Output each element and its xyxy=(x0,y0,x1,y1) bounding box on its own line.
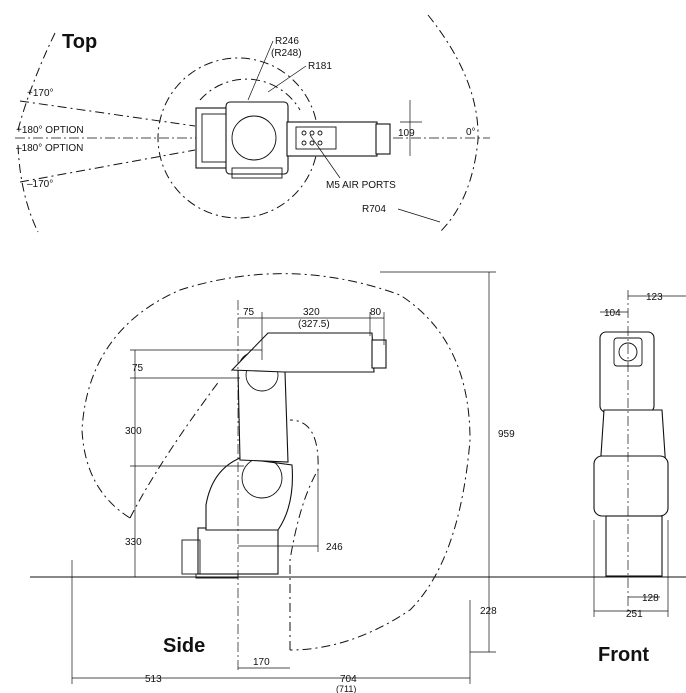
side-connector xyxy=(181,539,201,575)
dim-327: (327.5) xyxy=(298,319,330,330)
front-shoulder xyxy=(593,455,669,517)
dim-109: 109 xyxy=(398,128,415,139)
front-base xyxy=(605,515,663,577)
side-inner-arc xyxy=(129,379,221,519)
label-r246: R246 xyxy=(275,36,299,47)
dim-300: 300 xyxy=(125,426,142,437)
dim-75-left: 75 xyxy=(132,363,144,374)
dim-704: 704 xyxy=(340,674,357,685)
dim-128: 128 xyxy=(642,593,659,604)
dim-246: 246 xyxy=(326,542,343,553)
dim-75-top: 75 xyxy=(243,307,255,318)
dim-711: (711) xyxy=(336,684,356,693)
label-r704: R704 xyxy=(362,204,386,215)
front-flange-circle xyxy=(618,342,638,362)
dim-251: 251 xyxy=(626,609,643,620)
dim-104: 104 xyxy=(604,308,621,319)
label-plus180: +180° OPTION xyxy=(16,125,84,136)
leader-r704 xyxy=(397,208,441,223)
reach-arc-r181 xyxy=(199,78,301,111)
reach-arc-r704 xyxy=(17,32,56,233)
air-port-panel xyxy=(295,126,337,150)
leader-r181 xyxy=(267,65,307,93)
dim-228: 228 xyxy=(480,606,497,617)
reach-arc-r704-right xyxy=(427,14,479,233)
top-view: Top R246 (R248) R181 +170° +180° OPTION xyxy=(15,14,490,233)
side-wrist xyxy=(371,339,387,369)
base-foot xyxy=(231,167,283,179)
dim-320: 320 xyxy=(303,307,320,318)
front-view-title: Front xyxy=(598,644,649,666)
shoulder-housing xyxy=(225,101,289,175)
label-r181: R181 xyxy=(308,61,332,72)
upper-arm xyxy=(286,121,378,157)
dim-80: 80 xyxy=(370,307,382,318)
dim-170: 170 xyxy=(253,657,270,668)
label-air-ports: M5 AIR PORTS xyxy=(326,180,396,191)
label-zero-deg: 0° xyxy=(466,127,476,138)
side-lower-housing xyxy=(205,457,293,531)
label-minus180: –180° OPTION xyxy=(16,143,83,154)
side-view-title: Side xyxy=(163,635,205,657)
shoulder-joint xyxy=(231,115,277,161)
label-r248: (R248) xyxy=(271,48,302,59)
label-minus170: –170° xyxy=(27,179,53,190)
side-upper-arm xyxy=(230,332,375,373)
label-plus170: +170° xyxy=(27,88,54,99)
leader-air-ports xyxy=(309,134,341,179)
wrist-flange xyxy=(375,123,391,155)
side-inner-envelope xyxy=(289,419,319,650)
top-view-title: Top xyxy=(62,31,97,53)
side-view: 75 320 (327.5) 80 75 300 330 246 959 228… xyxy=(30,271,686,693)
leader-r246 xyxy=(247,40,274,101)
front-view: 123 104 128 251 Front xyxy=(593,290,686,666)
dim-959: 959 xyxy=(498,429,515,440)
side-reach-envelope xyxy=(81,273,471,651)
ray-plus170 xyxy=(19,100,196,127)
dim-330: 330 xyxy=(125,537,142,548)
dim-513: 513 xyxy=(145,674,162,685)
front-upper-arm xyxy=(599,331,655,413)
dim-123: 123 xyxy=(646,292,663,303)
